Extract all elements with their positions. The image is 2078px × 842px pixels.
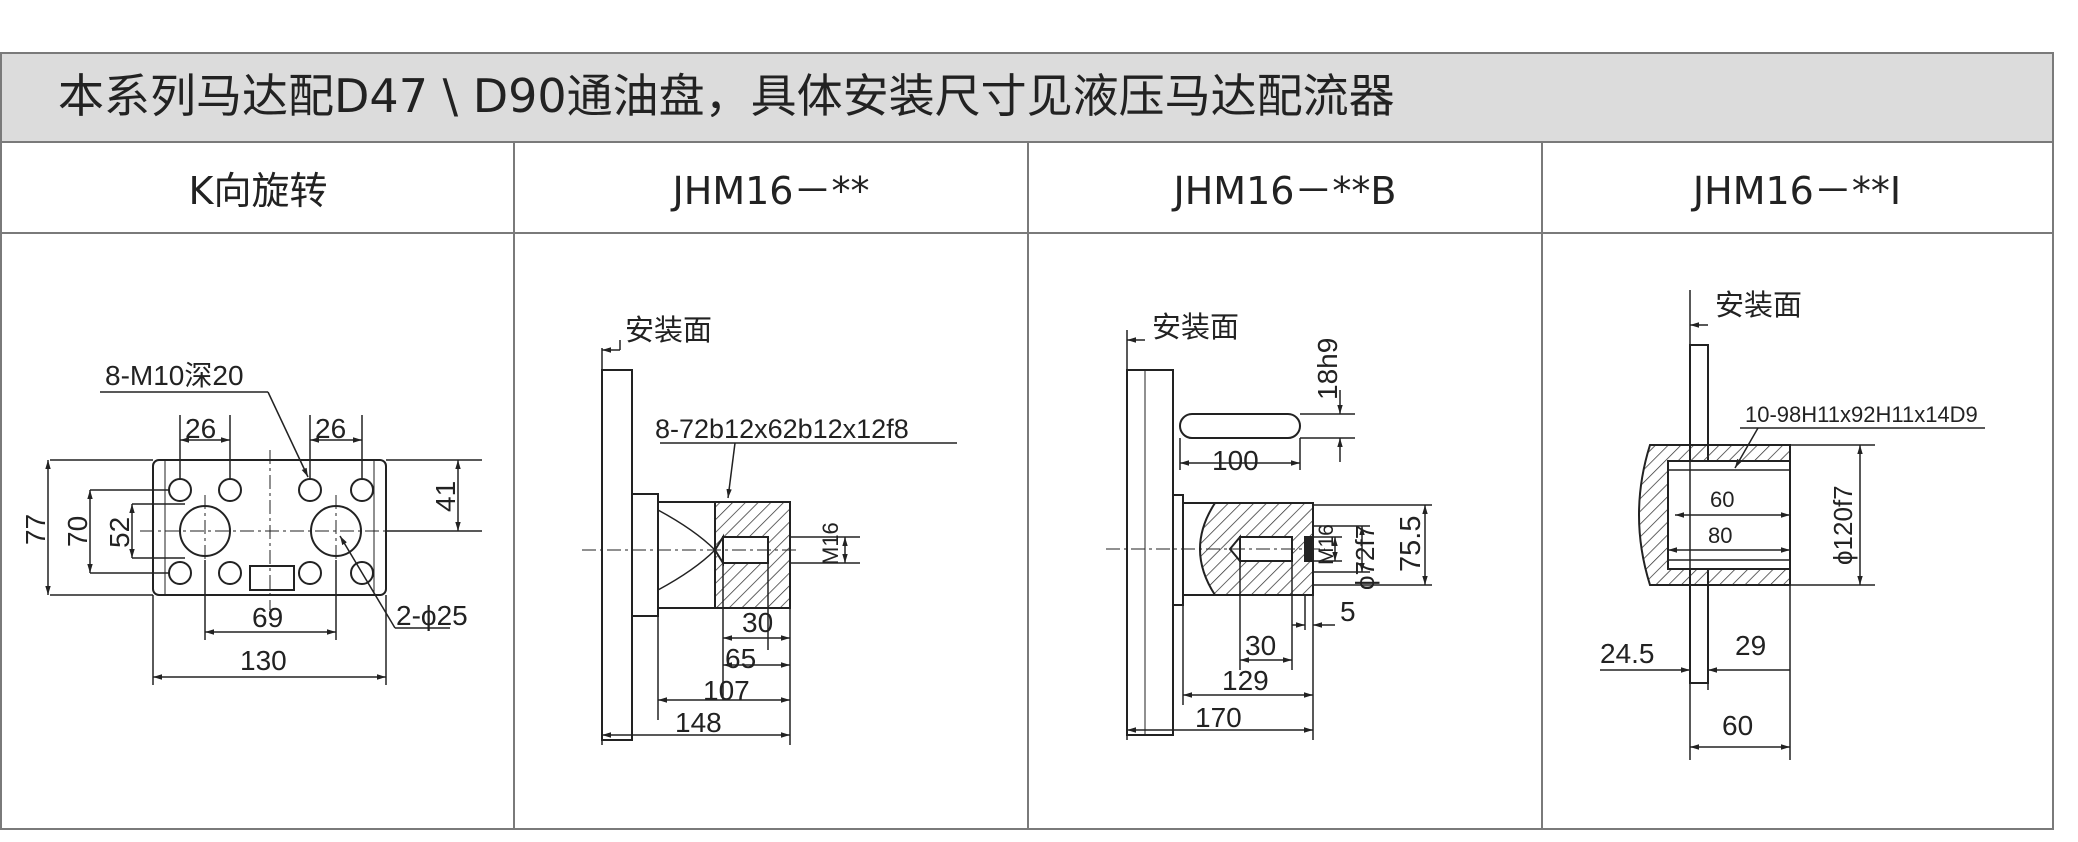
jhm16-b-drawing bbox=[1106, 330, 1432, 740]
mount-face-label: 安装面 bbox=[1152, 311, 1239, 344]
mount-flange bbox=[601, 369, 633, 741]
thread-label: M16 bbox=[1315, 524, 1338, 565]
jhm16-i-labels: 安装面 10-98H11x92H11x14D9 60 80 ϕ120f7 24.… bbox=[1600, 289, 1978, 741]
mount-flange bbox=[1126, 369, 1174, 736]
column-divider bbox=[513, 143, 515, 828]
dim-label: 60 bbox=[1710, 487, 1734, 512]
dim-label: 70 bbox=[62, 516, 93, 547]
jhm16-i-drawing bbox=[1600, 290, 1985, 760]
jhm16-drawing bbox=[582, 340, 957, 745]
dim-label: 30 bbox=[1245, 630, 1276, 661]
dim-label: 75.5 bbox=[1395, 516, 1427, 572]
spec-table: 本系列马达配D47 \ D90通油盘，具体安装尺寸见液压马达配流器 K向旋转 J… bbox=[0, 52, 2054, 830]
thread-label: M16 bbox=[818, 522, 843, 565]
dim-label: 77 bbox=[20, 514, 51, 545]
spline-label: 8-72b12x62b12x12f8 bbox=[655, 414, 909, 444]
dim-label: 5 bbox=[1340, 596, 1356, 627]
column-title-jhm16-b: JHM16－**B bbox=[1028, 143, 1542, 234]
mount-face-label: 安装面 bbox=[1715, 289, 1802, 322]
jhm16-labels: 安装面 8-72b12x62b12x12f8 M16 30 65 107 148 bbox=[625, 314, 909, 738]
dim-label: 100 bbox=[1212, 445, 1259, 476]
dim-label: 65 bbox=[725, 643, 756, 674]
dim-label: 52 bbox=[104, 517, 135, 548]
dim-label: 80 bbox=[1708, 523, 1732, 548]
dim-label: 129 bbox=[1222, 665, 1269, 696]
k-view-labels: 8-M10深20 26 26 77 70 52 41 69 130 2-ϕ25 bbox=[20, 360, 468, 676]
column-divider bbox=[1027, 143, 1029, 828]
dia-label: ϕ72f7 bbox=[1350, 525, 1380, 590]
column-title-jhm16-i: JHM16－**I bbox=[1542, 143, 2052, 234]
dim-label: 130 bbox=[240, 645, 287, 676]
dim-label: 170 bbox=[1195, 702, 1242, 733]
column-title-jhm16: JHM16－** bbox=[514, 143, 1028, 234]
k-view-drawing bbox=[45, 391, 482, 685]
dim-label: 26 bbox=[185, 413, 216, 444]
thread-note: 8-M10深20 bbox=[105, 360, 244, 391]
dim-label: 29 bbox=[1735, 630, 1766, 661]
header-band: 本系列马达配D47 \ D90通油盘，具体安装尺寸见液压马达配流器 bbox=[2, 54, 2052, 143]
jhm16-b-labels: 安装面 18h9 100 M16 ϕ72f7 75.5 5 30 129 170 bbox=[1152, 311, 1427, 733]
key-label: 18h9 bbox=[1312, 338, 1343, 400]
dim-label: 26 bbox=[315, 413, 346, 444]
dim-label: 107 bbox=[703, 675, 750, 706]
spline-label: 10-98H11x92H11x14D9 bbox=[1745, 402, 1978, 427]
dim-label: 41 bbox=[430, 481, 461, 512]
dim-label: 60 bbox=[1722, 710, 1753, 741]
dim-label: 24.5 bbox=[1600, 638, 1655, 669]
dia-label: ϕ120f7 bbox=[1828, 485, 1858, 565]
column-divider bbox=[1541, 143, 1543, 828]
header-title: 本系列马达配D47 \ D90通油盘，具体安装尺寸见液压马达配流器 bbox=[58, 69, 1395, 123]
key-slot bbox=[1179, 413, 1301, 439]
column-title-k-rotation: K向旋转 bbox=[2, 143, 514, 234]
mount-face-label: 安装面 bbox=[625, 314, 712, 347]
dim-label: 30 bbox=[742, 607, 773, 638]
dim-label: 69 bbox=[252, 602, 283, 633]
dim-label: 148 bbox=[675, 707, 722, 738]
hole-note: 2-ϕ25 bbox=[396, 600, 468, 631]
